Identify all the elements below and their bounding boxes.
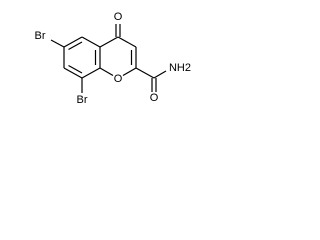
- chemical-structure-diagram: O O Br Br O NH2: [35, 11, 192, 106]
- bond-c4-c3: [117, 36, 137, 48]
- amide-oxygen-label: O: [150, 92, 159, 104]
- bond-camide-n: [153, 70, 167, 79]
- oxo-oxygen-label: O: [114, 11, 123, 23]
- bond-c7-c8-inner: [68, 64, 83, 74]
- bromine-8-label: Br: [77, 94, 88, 106]
- ring-oxygen-label: O: [114, 73, 123, 85]
- bond-c6-br: [50, 39, 65, 48]
- bond-c2-camide: [135, 67, 155, 79]
- amide-nitrogen-label: NH2: [169, 62, 191, 74]
- bromine-6-label: Br: [35, 30, 46, 42]
- bond-c5-c6: [63, 36, 83, 48]
- bond-lines: [50, 24, 167, 93]
- bond-c7-c8: [63, 67, 83, 79]
- bond-o1-c8a: [99, 67, 114, 77]
- atom-labels: O O Br Br O NH2: [35, 11, 192, 106]
- bond-c8-c8a: [81, 67, 101, 79]
- bond-c5-c6-inner: [68, 41, 83, 51]
- bond-c4a-c5: [81, 36, 101, 48]
- bond-c4a-c4: [99, 36, 119, 48]
- bond-c2-o1: [122, 67, 137, 77]
